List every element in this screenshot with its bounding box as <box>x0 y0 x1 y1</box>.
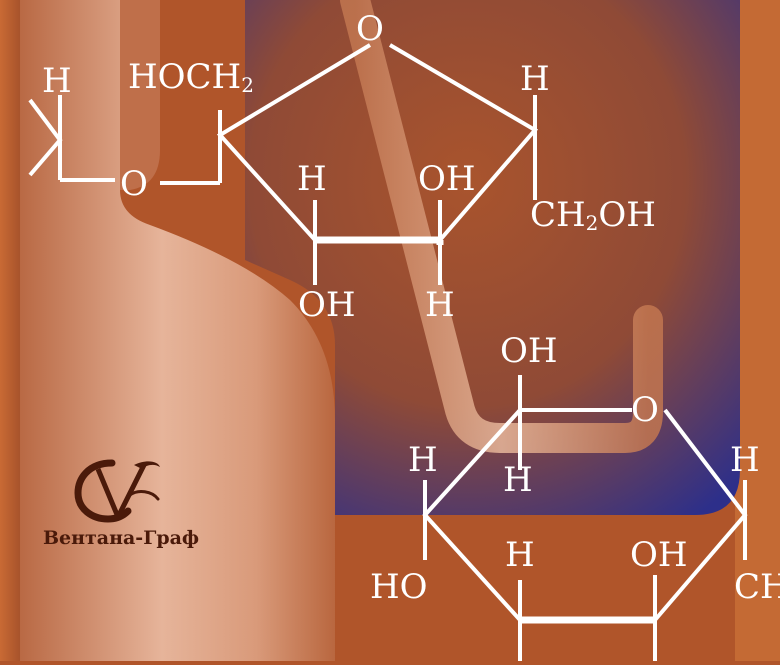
hoch2-label: HOCH2 <box>128 60 254 95</box>
hoch2-main: HOCH <box>128 57 242 97</box>
ho-hex-left: HO <box>370 567 428 607</box>
furanose-ring <box>28 43 539 285</box>
right-edge-strip <box>735 0 780 661</box>
ch2oh-main: CH <box>530 195 586 235</box>
publisher-name: Вентана-Граф <box>42 527 200 549</box>
hydroxyl-bottom-left: OH <box>298 285 356 325</box>
hydrogen-hex-center: H <box>503 460 533 500</box>
flask-neck-shade <box>120 0 160 190</box>
hydroxyl-inner-right: OH <box>418 159 476 199</box>
pyranose-ring <box>422 375 748 661</box>
hoch2-subscript: 2 <box>241 73 254 97</box>
hydrogen-bottom-mid: H <box>425 285 455 325</box>
ch-edge-label: CH <box>734 567 780 607</box>
flask-body <box>20 0 335 661</box>
hydrogen-hex-right: H <box>730 440 760 480</box>
glass-tube <box>340 0 663 453</box>
hydroxyl-hex-lower: OH <box>630 535 688 575</box>
hydrogen-hex-left: H <box>408 440 438 480</box>
ch2oh-label: CH2OH <box>530 198 656 233</box>
hydroxyl-hex-top: OH <box>500 331 558 371</box>
hydrogen-hex-lower: H <box>505 535 535 575</box>
blue-panel <box>245 0 740 515</box>
hydrogen-inner-left: H <box>297 159 327 199</box>
ring-oxygen-top: O <box>356 9 384 49</box>
ch2oh-end: OH <box>598 195 656 235</box>
hydrogen-far-left: H <box>42 61 72 101</box>
publisher-logo-icon <box>74 459 160 523</box>
hydrogen-top-right: H <box>520 59 550 99</box>
hex-ring-oxygen: O <box>631 390 659 430</box>
ch2oh-subscript: 2 <box>585 211 599 235</box>
bridge-oxygen: O <box>120 164 148 204</box>
